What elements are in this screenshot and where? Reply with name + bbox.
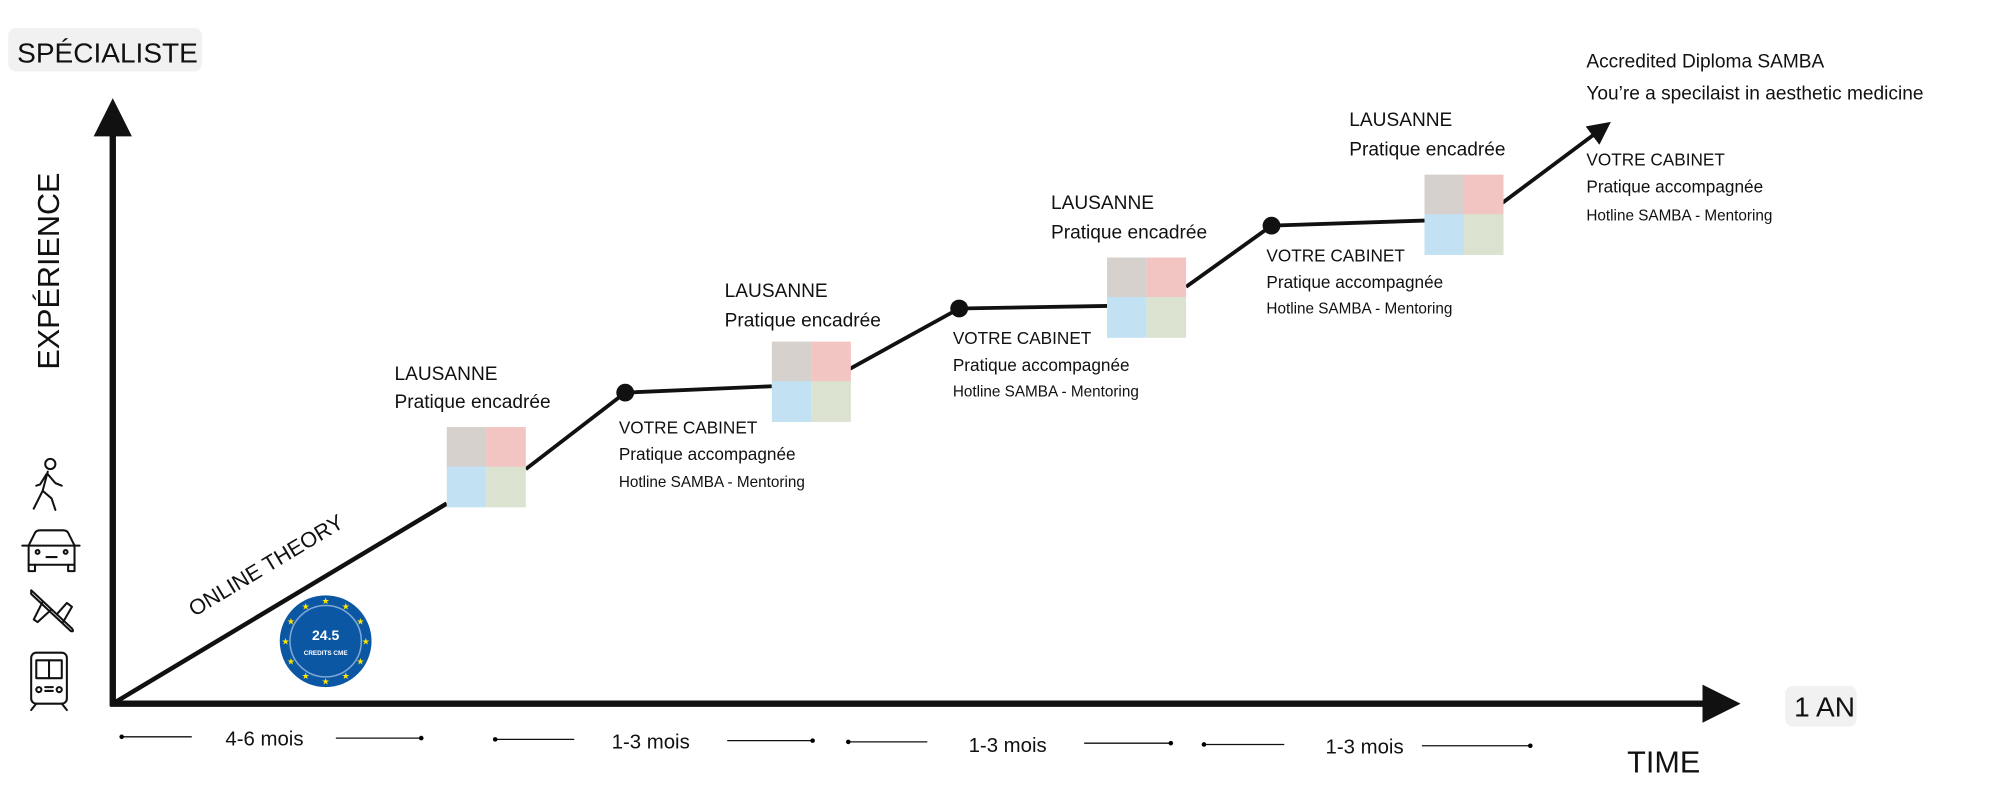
square-quadrant	[446, 466, 487, 508]
y-top-label-bg	[8, 28, 203, 72]
cabinet-support: Hotline SAMBA - Mentoring	[1266, 301, 1452, 318]
lausanne-city: LAUSANNE	[725, 281, 828, 302]
car-icon	[21, 529, 81, 573]
lausanne-city: LAUSANNE	[1051, 193, 1154, 214]
practice-color-square	[1424, 174, 1504, 255]
square-quadrant	[1146, 257, 1187, 299]
cabinet-support: Hotline SAMBA - Mentoring	[619, 474, 805, 491]
star-icon: ★	[322, 677, 330, 687]
cabinet-title: VOTRE CABINET	[1586, 150, 1725, 170]
lausanne-type: Pratique encadrée	[394, 392, 550, 413]
badge-value: 24.5	[312, 627, 339, 643]
practice-color-square	[771, 341, 851, 422]
duration-bar: 1-3 mois	[1201, 736, 1533, 758]
duration-label: 1-3 mois	[969, 735, 1047, 757]
star-icon: ★	[287, 656, 295, 666]
cabinet-type: Pratique accompagnée	[1266, 272, 1443, 292]
star-icon: ★	[322, 596, 330, 606]
cabinet-type: Pratique accompagnée	[1586, 176, 1763, 196]
final-specialist: You’re a specilaist in aesthetic medicin…	[1586, 83, 1923, 104]
x-axis-label: TIME	[1627, 746, 1700, 780]
duration-bar: 1-3 mois	[492, 731, 815, 753]
duration-bar: 4-6 mois	[119, 729, 424, 751]
y-top-label: SPÉCIALISTE	[17, 37, 198, 68]
star-icon: ★	[342, 671, 350, 681]
duration-label: 1-3 mois	[1326, 736, 1404, 758]
square-quadrant	[1424, 174, 1465, 216]
cabinet-type: Pratique accompagnée	[953, 355, 1130, 375]
milestone-dot	[616, 383, 635, 402]
path-segment	[111, 501, 448, 706]
cabinet-support: Hotline SAMBA - Mentoring	[953, 383, 1139, 400]
star-icon: ★	[302, 602, 310, 612]
square-quadrant	[1464, 174, 1504, 216]
square-quadrant	[1107, 297, 1147, 338]
duration-label: 4-6 mois	[225, 729, 303, 751]
square-quadrant	[1464, 214, 1504, 255]
cabinet-type: Pratique accompagnée	[619, 444, 796, 464]
square-quadrant	[771, 341, 812, 383]
final-diploma: Accredited Diploma SAMBA	[1586, 52, 1824, 73]
y-axis-label: EXPÉRIENCE	[31, 173, 66, 370]
lausanne-type: Pratique encadrée	[1349, 140, 1505, 161]
milestone-dot	[950, 299, 969, 318]
train-icon	[30, 651, 68, 712]
square-quadrant	[1107, 257, 1147, 299]
star-icon: ★	[282, 636, 290, 646]
lausanne-city: LAUSANNE	[394, 364, 497, 385]
star-icon: ★	[356, 616, 364, 626]
square-quadrant	[1424, 214, 1465, 255]
square-quadrant	[811, 381, 851, 422]
square-quadrant	[1146, 297, 1187, 338]
square-quadrant	[771, 381, 812, 422]
cabinet-support: Hotline SAMBA - Mentoring	[1586, 208, 1772, 225]
star-icon: ★	[362, 636, 370, 646]
practice-color-square	[446, 427, 526, 508]
duration-label: 1-3 mois	[612, 731, 690, 753]
x-end-label-bg	[1785, 685, 1857, 727]
square-quadrant	[486, 466, 526, 508]
star-icon: ★	[342, 602, 350, 612]
walking-icon	[32, 457, 63, 511]
cme-credits-badge: ★ ★ ★ ★ ★ ★ ★ ★ ★ ★ ★ ★ 24.5 CREDITS CME	[279, 595, 372, 688]
lausanne-type: Pratique encadrée	[725, 310, 881, 331]
badge-label: CREDITS CME	[304, 650, 348, 657]
practice-color-square	[1107, 257, 1187, 338]
cabinet-title: VOTRE CABINET	[953, 328, 1092, 348]
star-icon: ★	[356, 656, 364, 666]
lausanne-city: LAUSANNE	[1349, 110, 1452, 131]
star-icon: ★	[287, 616, 295, 626]
x-end-label: 1 AN	[1794, 691, 1855, 722]
square-quadrant	[811, 341, 851, 383]
duration-bar: 1-3 mois	[846, 735, 1174, 757]
star-icon: ★	[302, 671, 310, 681]
plane-icon	[30, 589, 74, 633]
cabinet-title: VOTRE CABINET	[1266, 245, 1405, 265]
final-arrow	[1499, 121, 1611, 206]
square-quadrant	[486, 427, 526, 468]
lausanne-type: Pratique encadrée	[1051, 222, 1207, 243]
cabinet-title: VOTRE CABINET	[619, 417, 758, 437]
milestone-dot	[1262, 216, 1281, 235]
square-quadrant	[446, 427, 487, 468]
